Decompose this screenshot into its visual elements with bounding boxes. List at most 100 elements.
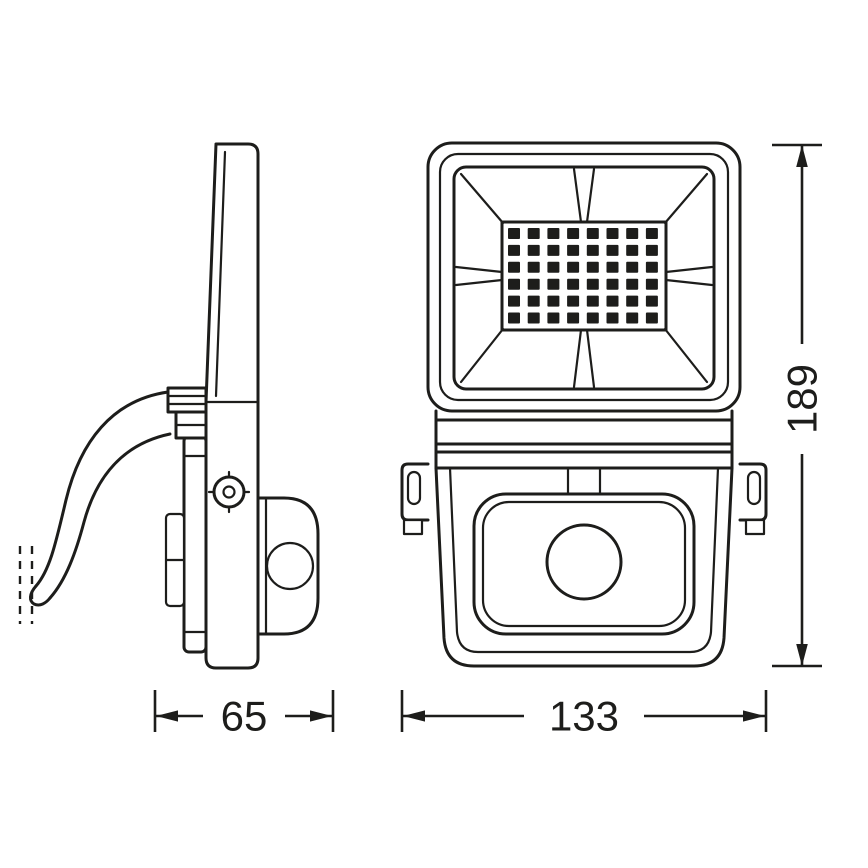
pir-sensor-side-housing bbox=[256, 496, 320, 636]
led-chip bbox=[527, 228, 540, 239]
depth-arrow-right bbox=[310, 710, 332, 722]
led-chip bbox=[567, 312, 580, 324]
bevel-corner-tr bbox=[663, 172, 709, 225]
bevel-facet-bottom-2 bbox=[585, 328, 596, 389]
width-dimension-label: 133 bbox=[549, 693, 619, 740]
led-chip bbox=[626, 295, 639, 307]
side-body bbox=[204, 142, 260, 670]
led-chip bbox=[606, 244, 619, 256]
side-body-inner-line bbox=[214, 150, 227, 398]
led-chip bbox=[645, 228, 658, 239]
led-chip bbox=[626, 244, 639, 256]
bevel-facet-top-2 bbox=[585, 167, 596, 224]
bevel-facet-right-1 bbox=[664, 265, 714, 274]
led-chip bbox=[567, 261, 580, 273]
side-bracket-arm bbox=[182, 434, 208, 654]
led-chip bbox=[508, 228, 520, 239]
led-chip bbox=[508, 261, 520, 273]
bevel-facet-right-2 bbox=[664, 278, 714, 287]
pir-sensor-side-dome bbox=[265, 541, 315, 591]
bevel-corner-bl bbox=[459, 327, 505, 384]
mounting-tab-left-slot bbox=[406, 470, 422, 506]
led-chip bbox=[527, 244, 540, 256]
led-chip bbox=[586, 244, 599, 256]
pivot-screw bbox=[207, 470, 251, 514]
led-chip bbox=[626, 228, 639, 239]
led-chip bbox=[547, 295, 560, 307]
mounting-tab-right-foot bbox=[744, 518, 766, 536]
led-chip bbox=[606, 295, 619, 307]
led-chip bbox=[547, 228, 560, 239]
sensor-plate-inner bbox=[481, 500, 687, 628]
bevel-corner-br bbox=[663, 327, 709, 384]
bevel-facet-left-2 bbox=[454, 278, 504, 287]
led-chip bbox=[626, 261, 639, 273]
led-chip bbox=[586, 312, 599, 324]
pir-sensor-side bbox=[256, 496, 320, 636]
led-chip bbox=[645, 295, 658, 307]
cable-tip bbox=[29, 584, 52, 607]
cable-edge-top bbox=[34, 390, 170, 588]
cable bbox=[18, 390, 172, 624]
led-chip bbox=[547, 312, 560, 324]
mounting-tab-left-foot bbox=[402, 518, 424, 536]
neck-section bbox=[434, 409, 734, 470]
mounting-tab-right-slot bbox=[746, 470, 762, 506]
bevel-facet-left-1 bbox=[454, 265, 504, 274]
led-chip bbox=[606, 228, 619, 239]
led-chip bbox=[626, 278, 639, 290]
led-chip bbox=[547, 261, 560, 273]
led-chip bbox=[508, 312, 520, 324]
led-chip bbox=[508, 295, 520, 307]
mounting-tab-right bbox=[738, 462, 768, 536]
bevel-corner-tl bbox=[459, 172, 505, 225]
led-chip bbox=[567, 278, 580, 290]
led-chip bbox=[527, 312, 540, 324]
dimension-depth: 65 bbox=[153, 690, 335, 740]
cable-gland bbox=[166, 386, 208, 414]
led-chip bbox=[606, 261, 619, 273]
reflector-bevels bbox=[454, 167, 714, 389]
led-chip bbox=[527, 278, 540, 290]
led-chip bbox=[645, 244, 658, 256]
led-chip bbox=[606, 278, 619, 290]
dimension-width: 133 bbox=[400, 690, 768, 740]
pir-dome-front bbox=[545, 523, 623, 601]
sensor-plate bbox=[472, 492, 696, 636]
bevel-facet-bottom-1 bbox=[572, 328, 583, 389]
led-grid bbox=[508, 228, 658, 324]
led-chip bbox=[586, 295, 599, 307]
led-chip bbox=[645, 261, 658, 273]
width-arrow-right bbox=[743, 710, 765, 722]
led-chip bbox=[508, 278, 520, 290]
led-chip bbox=[567, 228, 580, 239]
width-arrow-left bbox=[403, 710, 425, 722]
led-chip bbox=[508, 244, 520, 256]
mounting-tab-left bbox=[400, 462, 430, 536]
height-arrow-down bbox=[796, 644, 808, 666]
led-chip bbox=[547, 278, 560, 290]
front-view bbox=[400, 141, 768, 668]
front-glass-frame bbox=[452, 165, 716, 391]
led-chip bbox=[645, 312, 658, 324]
led-window bbox=[500, 220, 668, 332]
side-view bbox=[18, 142, 320, 670]
cable-edge-bottom bbox=[48, 432, 172, 600]
led-chip bbox=[527, 261, 540, 273]
led-chip bbox=[567, 295, 580, 307]
dimension-height: 189 bbox=[772, 143, 826, 668]
led-chip bbox=[547, 244, 560, 256]
led-chip bbox=[586, 228, 599, 239]
led-chip bbox=[645, 278, 658, 290]
led-chip bbox=[606, 312, 619, 324]
sensor-housing-inner bbox=[448, 466, 720, 654]
height-dimension-label: 189 bbox=[779, 364, 826, 434]
height-arrow-up bbox=[796, 145, 808, 167]
pivot-screw-inner bbox=[222, 485, 236, 499]
bevel-facet-top-1 bbox=[572, 167, 583, 224]
depth-dimension-label: 65 bbox=[221, 693, 268, 740]
led-chip bbox=[586, 261, 599, 273]
led-chip bbox=[626, 312, 639, 324]
